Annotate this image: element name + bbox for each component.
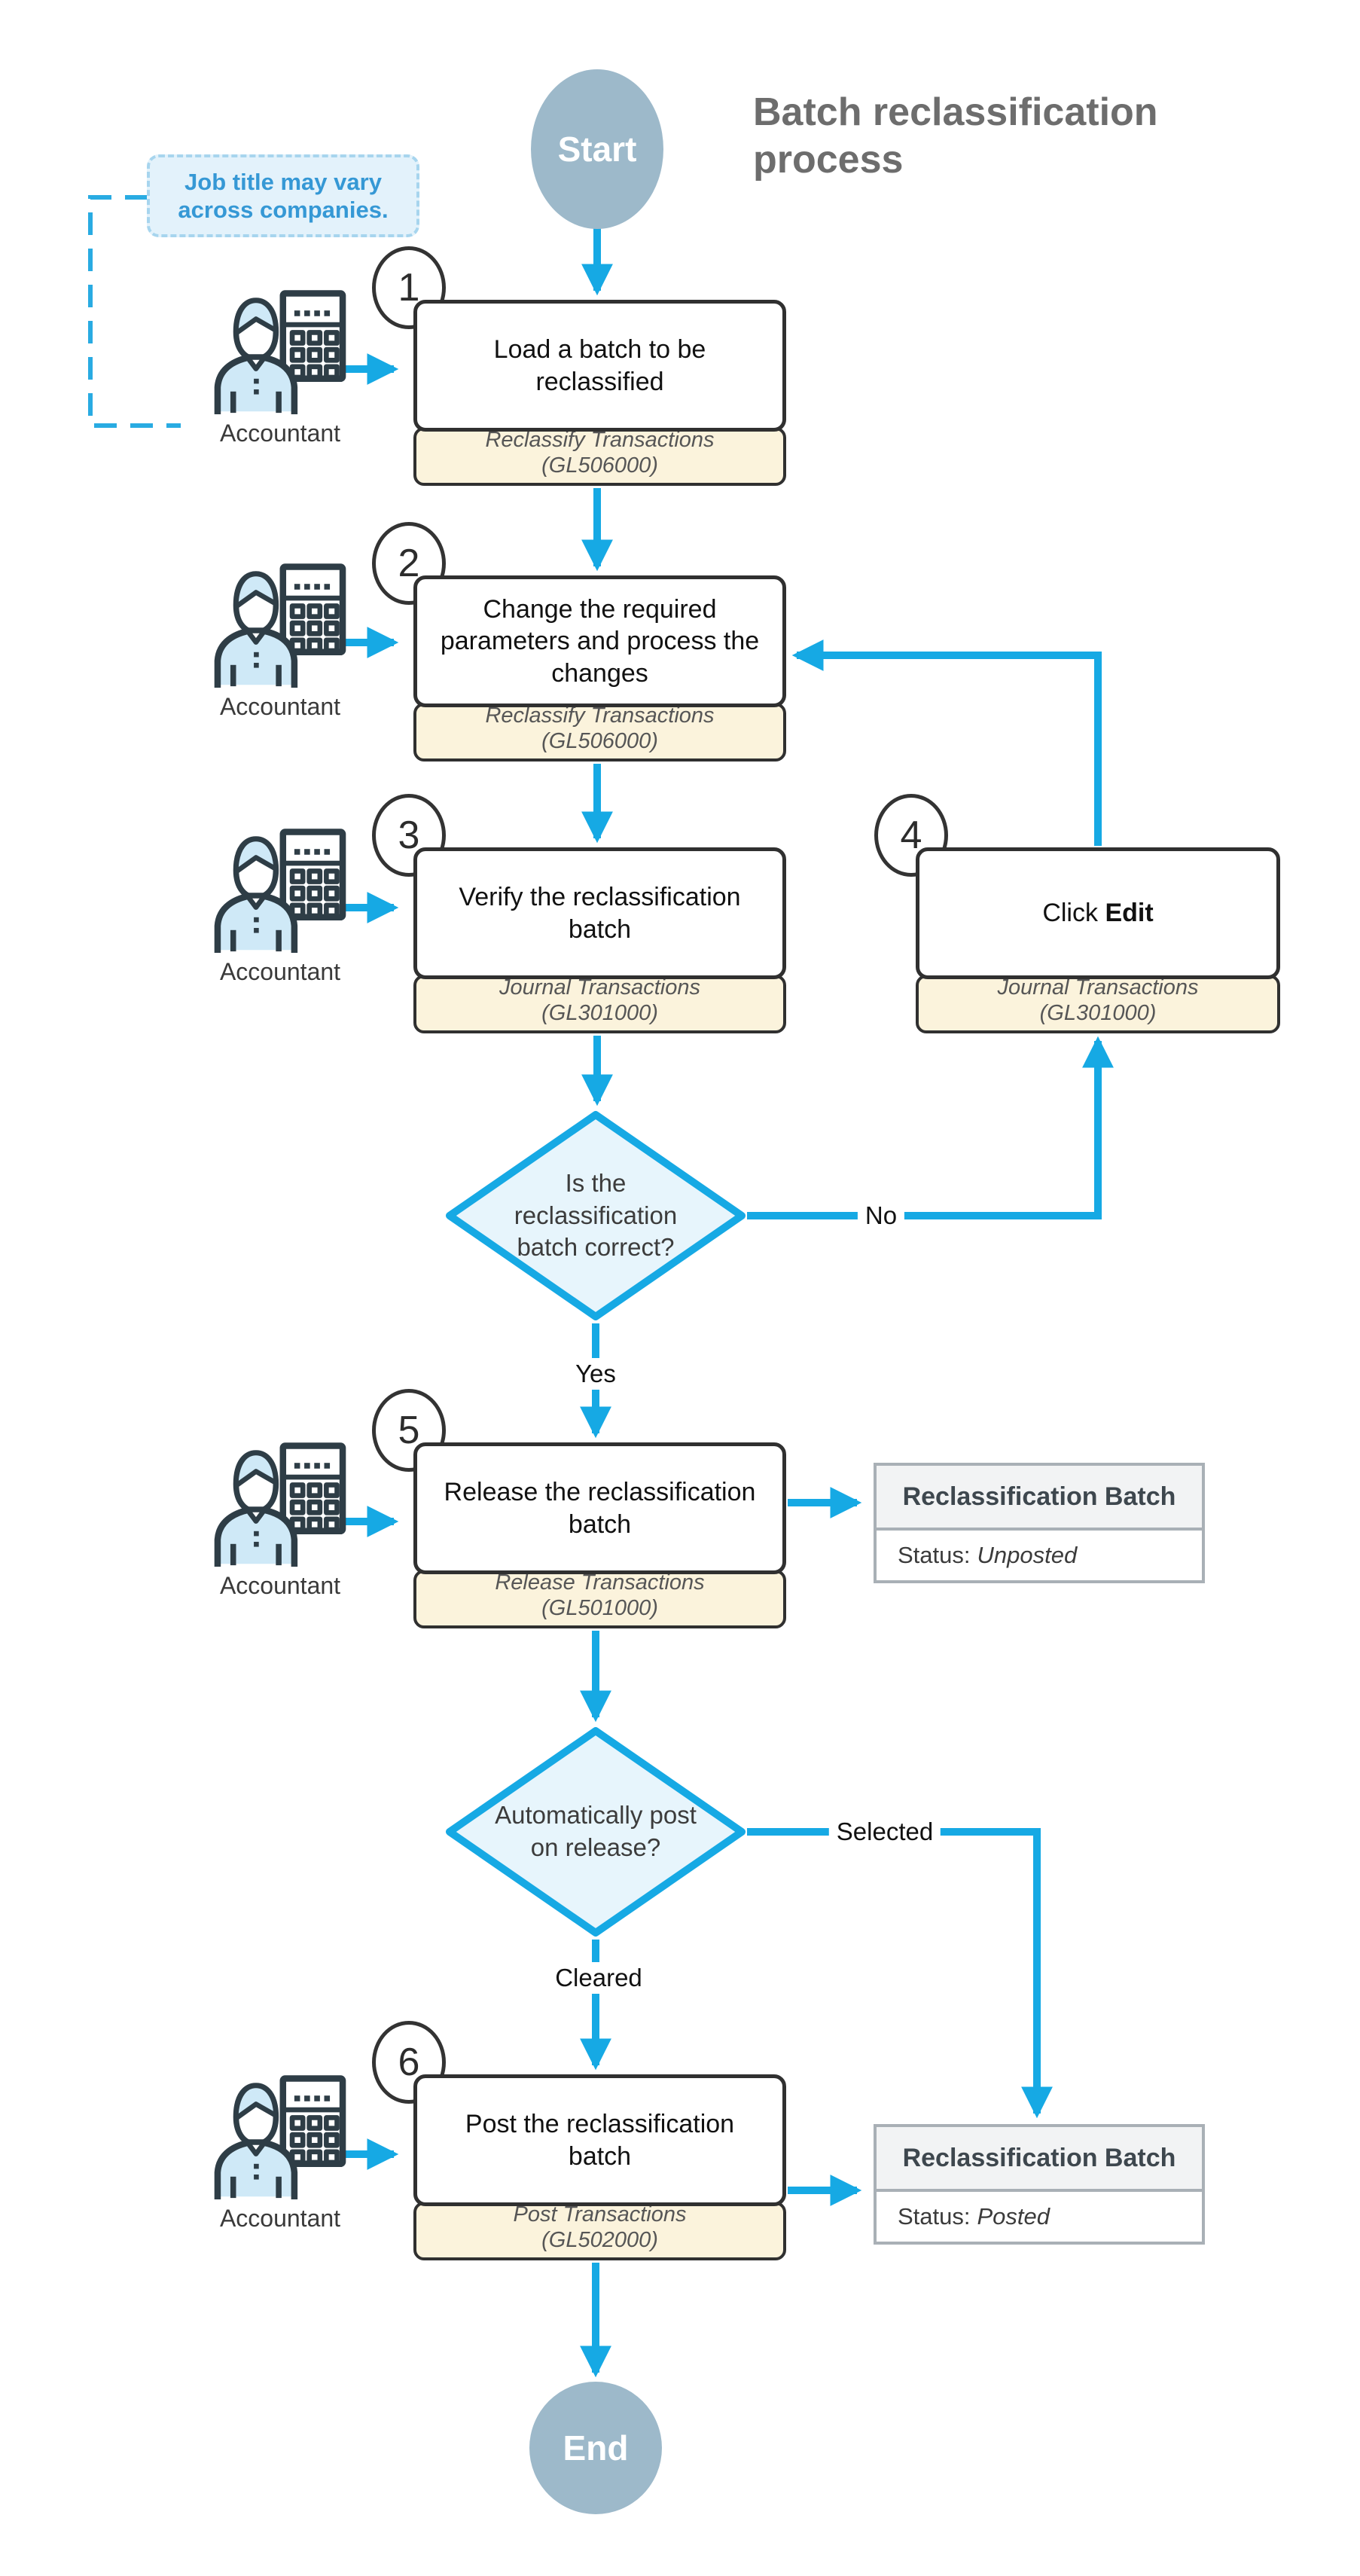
step-number: 2: [398, 542, 420, 585]
accountant-calculator-icon: [214, 1442, 346, 1567]
start-terminator: Start: [531, 69, 663, 229]
screen-id: (GL506000): [541, 728, 658, 753]
actor-label: Accountant: [219, 420, 341, 447]
actor-accountant-step3: Accountant: [197, 826, 363, 986]
actor-accountant-step2: Accountant: [197, 561, 363, 721]
step-text: Click Edit: [1042, 899, 1154, 928]
step-2-screen-footer: Reclassify Transactions (GL506000): [413, 703, 786, 762]
edge-label-selected: Selected: [828, 1816, 941, 1848]
step-number: 4: [900, 813, 922, 857]
actor-accountant-step5: Accountant: [197, 1440, 363, 1600]
screen-id: (GL506000): [541, 453, 658, 478]
actor-accountant-step1: Accountant: [197, 288, 363, 447]
edge-decision2-selected-to-artifact-posted: [747, 1828, 1053, 2119]
artifact-title: Reclassification Batch: [877, 2127, 1202, 2192]
actor-label: Accountant: [219, 2205, 341, 2232]
job-title-note: Job title may vary across companies.: [147, 154, 419, 237]
step-6-process-box: Post the reclassification batch: [413, 2074, 786, 2206]
actor-label: Accountant: [219, 958, 341, 985]
step-number: 6: [398, 2040, 420, 2084]
accountant-calculator-icon: [214, 829, 346, 954]
step-5-number-badge: 5: [372, 1389, 446, 1472]
step-2-process-box: Change the required parameters and proce…: [413, 575, 786, 707]
step-number: 5: [398, 1409, 420, 1452]
artifact-reclassification-batch-posted: Reclassification Batch Status: Posted: [874, 2124, 1205, 2245]
status-label: Status:: [898, 2203, 971, 2230]
step-3-block: 3 Journal Transactions (GL301000) Verify…: [372, 794, 786, 1033]
diamond-shape: [446, 1111, 746, 1320]
artifact-title: Reclassification Batch: [877, 1466, 1202, 1531]
actor-label: Accountant: [219, 1572, 341, 1599]
step-text: Load a batch to be reclassified: [493, 335, 706, 396]
accountant-calculator-icon: [214, 290, 346, 415]
step-3-process-box: Verify the reclassification batch: [413, 847, 786, 979]
step-6-block: 6 Post Transactions (GL502000) Post the …: [372, 2021, 786, 2260]
note-dashed-connector: [88, 195, 181, 428]
decision-text: Is the reclassification batch correct?: [514, 1168, 678, 1262]
screen-id: (GL501000): [541, 1595, 658, 1620]
status-value: Posted: [977, 2203, 1050, 2230]
step-4-process-box: Click Edit: [916, 847, 1280, 979]
screen-id: (GL502000): [541, 2227, 658, 2252]
step-text: Change the required parameters and proce…: [440, 594, 760, 688]
end-terminator: End: [529, 2382, 662, 2514]
screen-id: (GL301000): [541, 1000, 658, 1025]
artifact-status: Status: Unposted: [877, 1531, 1202, 1580]
status-label: Status:: [898, 1542, 971, 1568]
decision-auto-post: Automatically post on release?: [438, 1726, 754, 1937]
step-4-screen-footer: Journal Transactions (GL301000): [916, 975, 1280, 1033]
edge-label-cleared: Cleared: [547, 1962, 650, 1994]
step-3-screen-footer: Journal Transactions (GL301000): [413, 975, 786, 1033]
step-1-screen-footer: Reclassify Transactions (GL506000): [413, 427, 786, 486]
page-title: Batch reclassification process: [753, 90, 1158, 182]
step-1-block: 1 Reclassify Transactions (GL506000) Loa…: [372, 246, 786, 486]
screen-id: (GL301000): [1039, 1000, 1157, 1025]
step-5-screen-footer: Release Transactions (GL501000): [413, 1570, 786, 1628]
actor-accountant-step6: Accountant: [197, 2073, 363, 2233]
step-text: Post the reclassification batch: [465, 2110, 735, 2171]
artifact-reclassification-batch-unposted: Reclassification Batch Status: Unposted: [874, 1463, 1205, 1583]
artifact-status: Status: Posted: [877, 2192, 1202, 2242]
step-text: Release the reclassification batch: [444, 1478, 756, 1539]
step-1-process-box: Load a batch to be reclassified: [413, 300, 786, 432]
edge-label-yes: Yes: [568, 1358, 624, 1390]
step-number: 3: [398, 813, 420, 857]
diamond-shape: [446, 1727, 746, 1937]
step-4-block: 4 Journal Transactions (GL301000) Click …: [874, 794, 1280, 1033]
step-text: Verify the reclassification batch: [459, 883, 741, 944]
actor-label: Accountant: [219, 693, 341, 720]
decision-batch-correct: Is the reclassification batch correct?: [438, 1110, 754, 1321]
step-number: 1: [398, 266, 420, 310]
edge-label-no: No: [857, 1200, 905, 1232]
status-value: Unposted: [977, 1542, 1078, 1568]
accountant-calculator-icon: [214, 563, 346, 688]
step-6-screen-footer: Post Transactions (GL502000): [413, 2202, 786, 2260]
decision-text: Automatically post on release?: [495, 1801, 697, 1861]
edge-decision1-no-to-step4: [747, 1036, 1114, 1219]
edge-step4-to-step2: [791, 639, 1102, 846]
step-2-block: 2 Reclassify Transactions (GL506000) Cha…: [372, 522, 786, 762]
accountant-calculator-icon: [214, 2075, 346, 2200]
step-5-process-box: Release the reclassification batch: [413, 1442, 786, 1574]
step-5-block: 5 Release Transactions (GL501000) Releas…: [372, 1389, 786, 1628]
step-3-number-badge: 3: [372, 794, 446, 877]
